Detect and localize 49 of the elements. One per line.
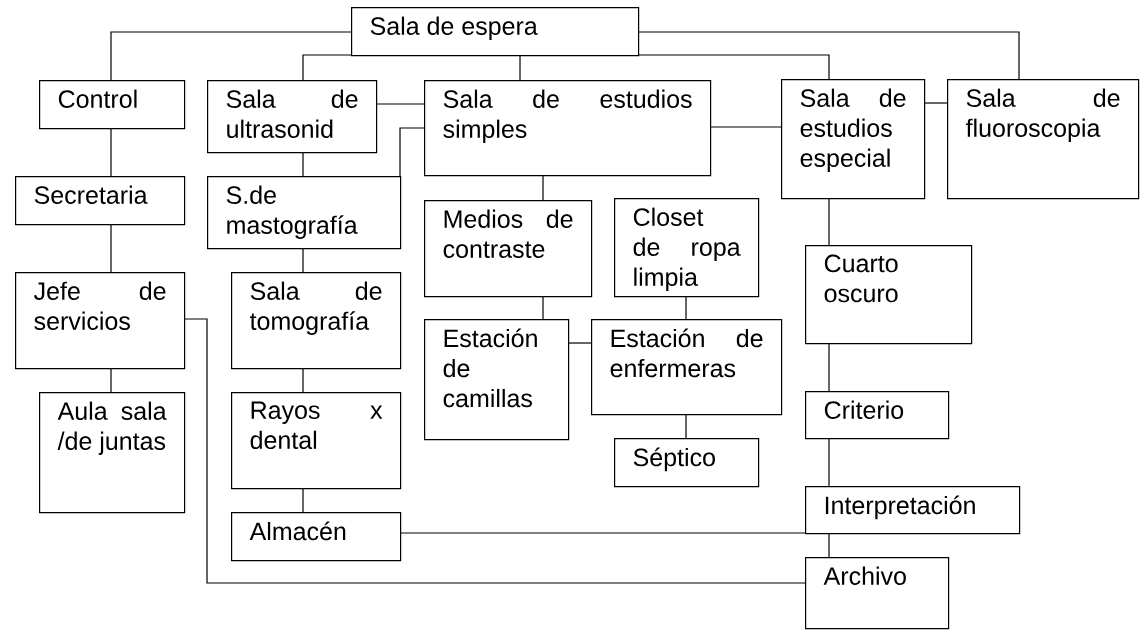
connector-line <box>183 318 806 584</box>
room-box: Closet de ropa limpia <box>614 198 760 298</box>
room-box: Sala de espera <box>351 7 640 57</box>
connector-line <box>110 127 112 177</box>
connector-line <box>828 197 830 246</box>
connector-line <box>519 54 521 81</box>
connector-line <box>828 532 830 558</box>
connector-line <box>302 487 304 513</box>
room-box: Estación de camillas <box>424 319 570 441</box>
room-box: Medios de contraste <box>424 200 593 298</box>
room-box: Estación de enfermeras <box>591 319 783 416</box>
room-box: Criterio <box>805 391 950 440</box>
room-box: Interpretación <box>805 486 1021 535</box>
connector-line <box>110 367 112 393</box>
room-box: Cuarto oscuro <box>805 245 973 345</box>
connector-line <box>302 151 304 177</box>
room-box: Rayos x dental <box>231 392 402 490</box>
connector-line <box>828 342 830 392</box>
connector-line <box>709 126 782 128</box>
connector-line <box>542 174 544 201</box>
connector-line <box>637 31 1020 80</box>
connector-line <box>685 413 687 439</box>
room-box: Sala de tomografía <box>231 272 402 370</box>
room-box: S.de mastografía <box>207 176 402 250</box>
connector-line <box>567 342 592 344</box>
room-box: Control <box>39 80 186 130</box>
room-box: Secretaria <box>15 176 186 226</box>
room-box: Sala de estudios simples <box>424 80 712 177</box>
connector-line <box>685 295 687 320</box>
room-box: Jefe de servicios <box>15 272 186 370</box>
connector-line <box>399 532 806 534</box>
connector-line <box>110 31 352 81</box>
connector-line <box>302 54 352 81</box>
connector-line <box>302 367 304 393</box>
connector-line <box>637 54 830 80</box>
room-box: Aula sala /de juntas <box>39 392 186 514</box>
room-box: Sala de estudios especial <box>781 79 926 200</box>
connector-line <box>542 295 544 320</box>
room-box: Archivo <box>805 557 950 630</box>
room-box: Sala de ultrasonid <box>207 80 378 154</box>
connector-line <box>375 103 425 105</box>
connector-line <box>110 223 112 273</box>
connector-line <box>828 437 830 487</box>
connector-line <box>302 247 304 273</box>
room-box: Séptico <box>614 438 760 488</box>
connector-line <box>923 102 948 104</box>
room-box: Almacén <box>231 512 402 562</box>
connector-line <box>399 127 425 177</box>
room-box: Sala de fluoroscopia <box>947 79 1140 200</box>
